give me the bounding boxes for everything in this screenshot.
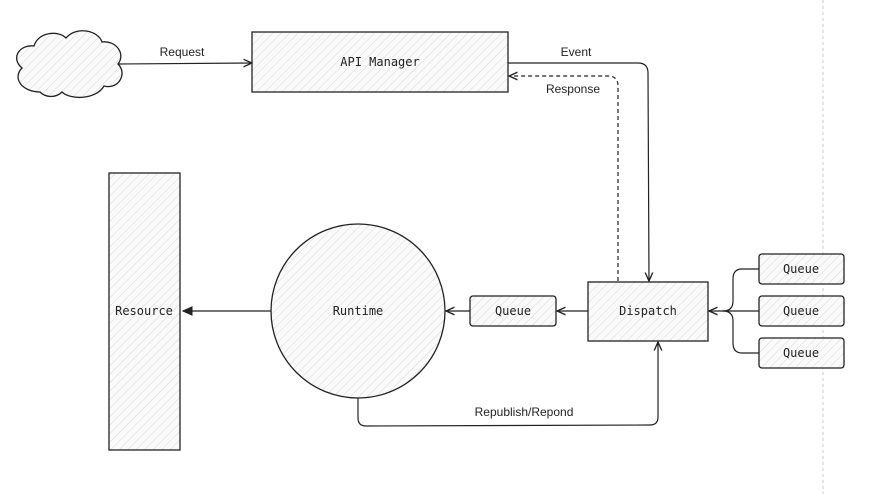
cloud-icon [16, 30, 123, 98]
edge-label-request: Request [160, 45, 205, 59]
node-queue-middle: Queue [469, 295, 557, 327]
edge-label-event: Event [561, 45, 592, 59]
node-label-resource: Resource [115, 304, 173, 318]
edge-label-response: Response [546, 82, 600, 96]
node-label-queue-top: Queue [783, 262, 819, 276]
node-resource: Resource [108, 172, 181, 451]
node-queue-bottom: Queue [758, 337, 845, 369]
edge-response: Response [509, 76, 619, 281]
edge-request: Request [117, 45, 252, 64]
node-queue-top: Queue [758, 253, 845, 285]
node-api-manager: API Manager [251, 31, 509, 93]
edge-republish: Republish/Repond [357, 342, 658, 427]
edge-event: Event [508, 45, 649, 281]
node-dispatch: Dispatch [587, 281, 709, 342]
node-runtime: Runtime [270, 223, 446, 399]
node-label-runtime: Runtime [333, 304, 384, 318]
edge-queues-to-dispatch [709, 268, 759, 354]
node-label-queue-middle: Queue [495, 304, 531, 318]
edge-label-republish: Republish/Repond [475, 405, 574, 419]
node-label-queue-bottom: Queue [783, 346, 819, 360]
node-label-dispatch: Dispatch [619, 304, 677, 318]
node-label-queue-middle-right: Queue [783, 304, 819, 318]
node-queue-middle-right: Queue [758, 295, 845, 327]
node-label-api-manager: API Manager [340, 55, 419, 69]
